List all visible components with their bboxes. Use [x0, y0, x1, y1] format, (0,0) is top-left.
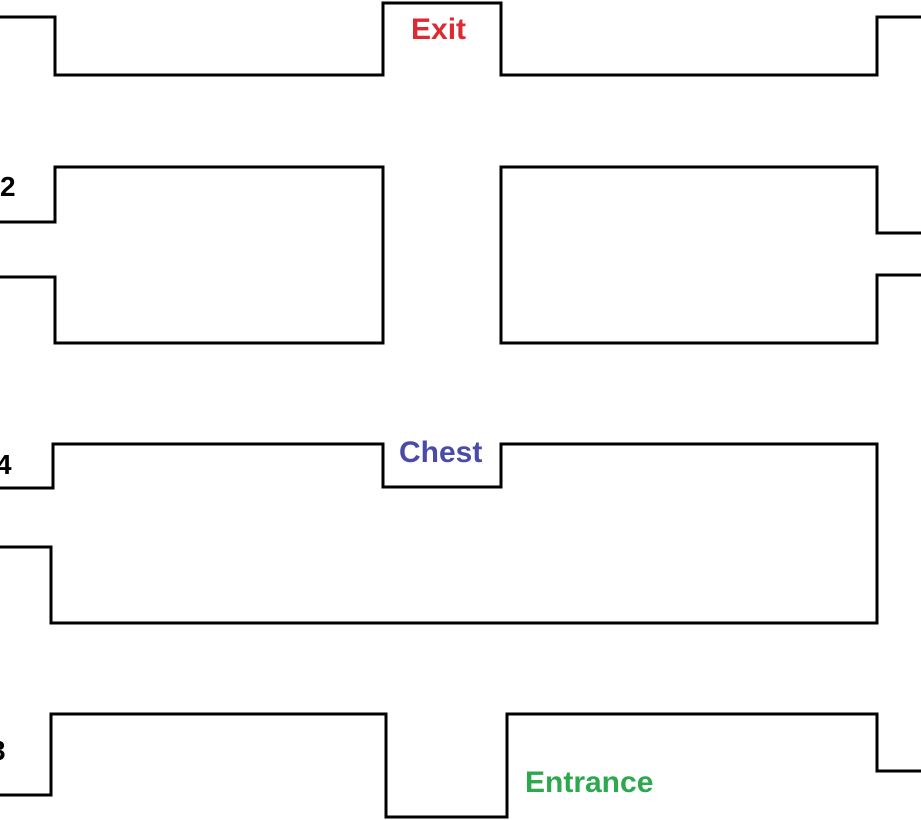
- chest-label: Chest: [399, 436, 483, 469]
- door-number-2: 2: [0, 171, 16, 202]
- top-wall: [0, 1, 921, 77]
- bottom-left-wall: [0, 712, 921, 819]
- upper-right-room-wall: [499, 165, 921, 345]
- entrance-label: Entrance: [525, 766, 654, 799]
- upper-left-room-wall: [0, 165, 385, 345]
- middle-room-wall: [0, 442, 879, 625]
- door-number-3: 3: [0, 737, 6, 765]
- exit-label: Exit: [411, 13, 467, 46]
- door-number-4: 4: [0, 449, 12, 480]
